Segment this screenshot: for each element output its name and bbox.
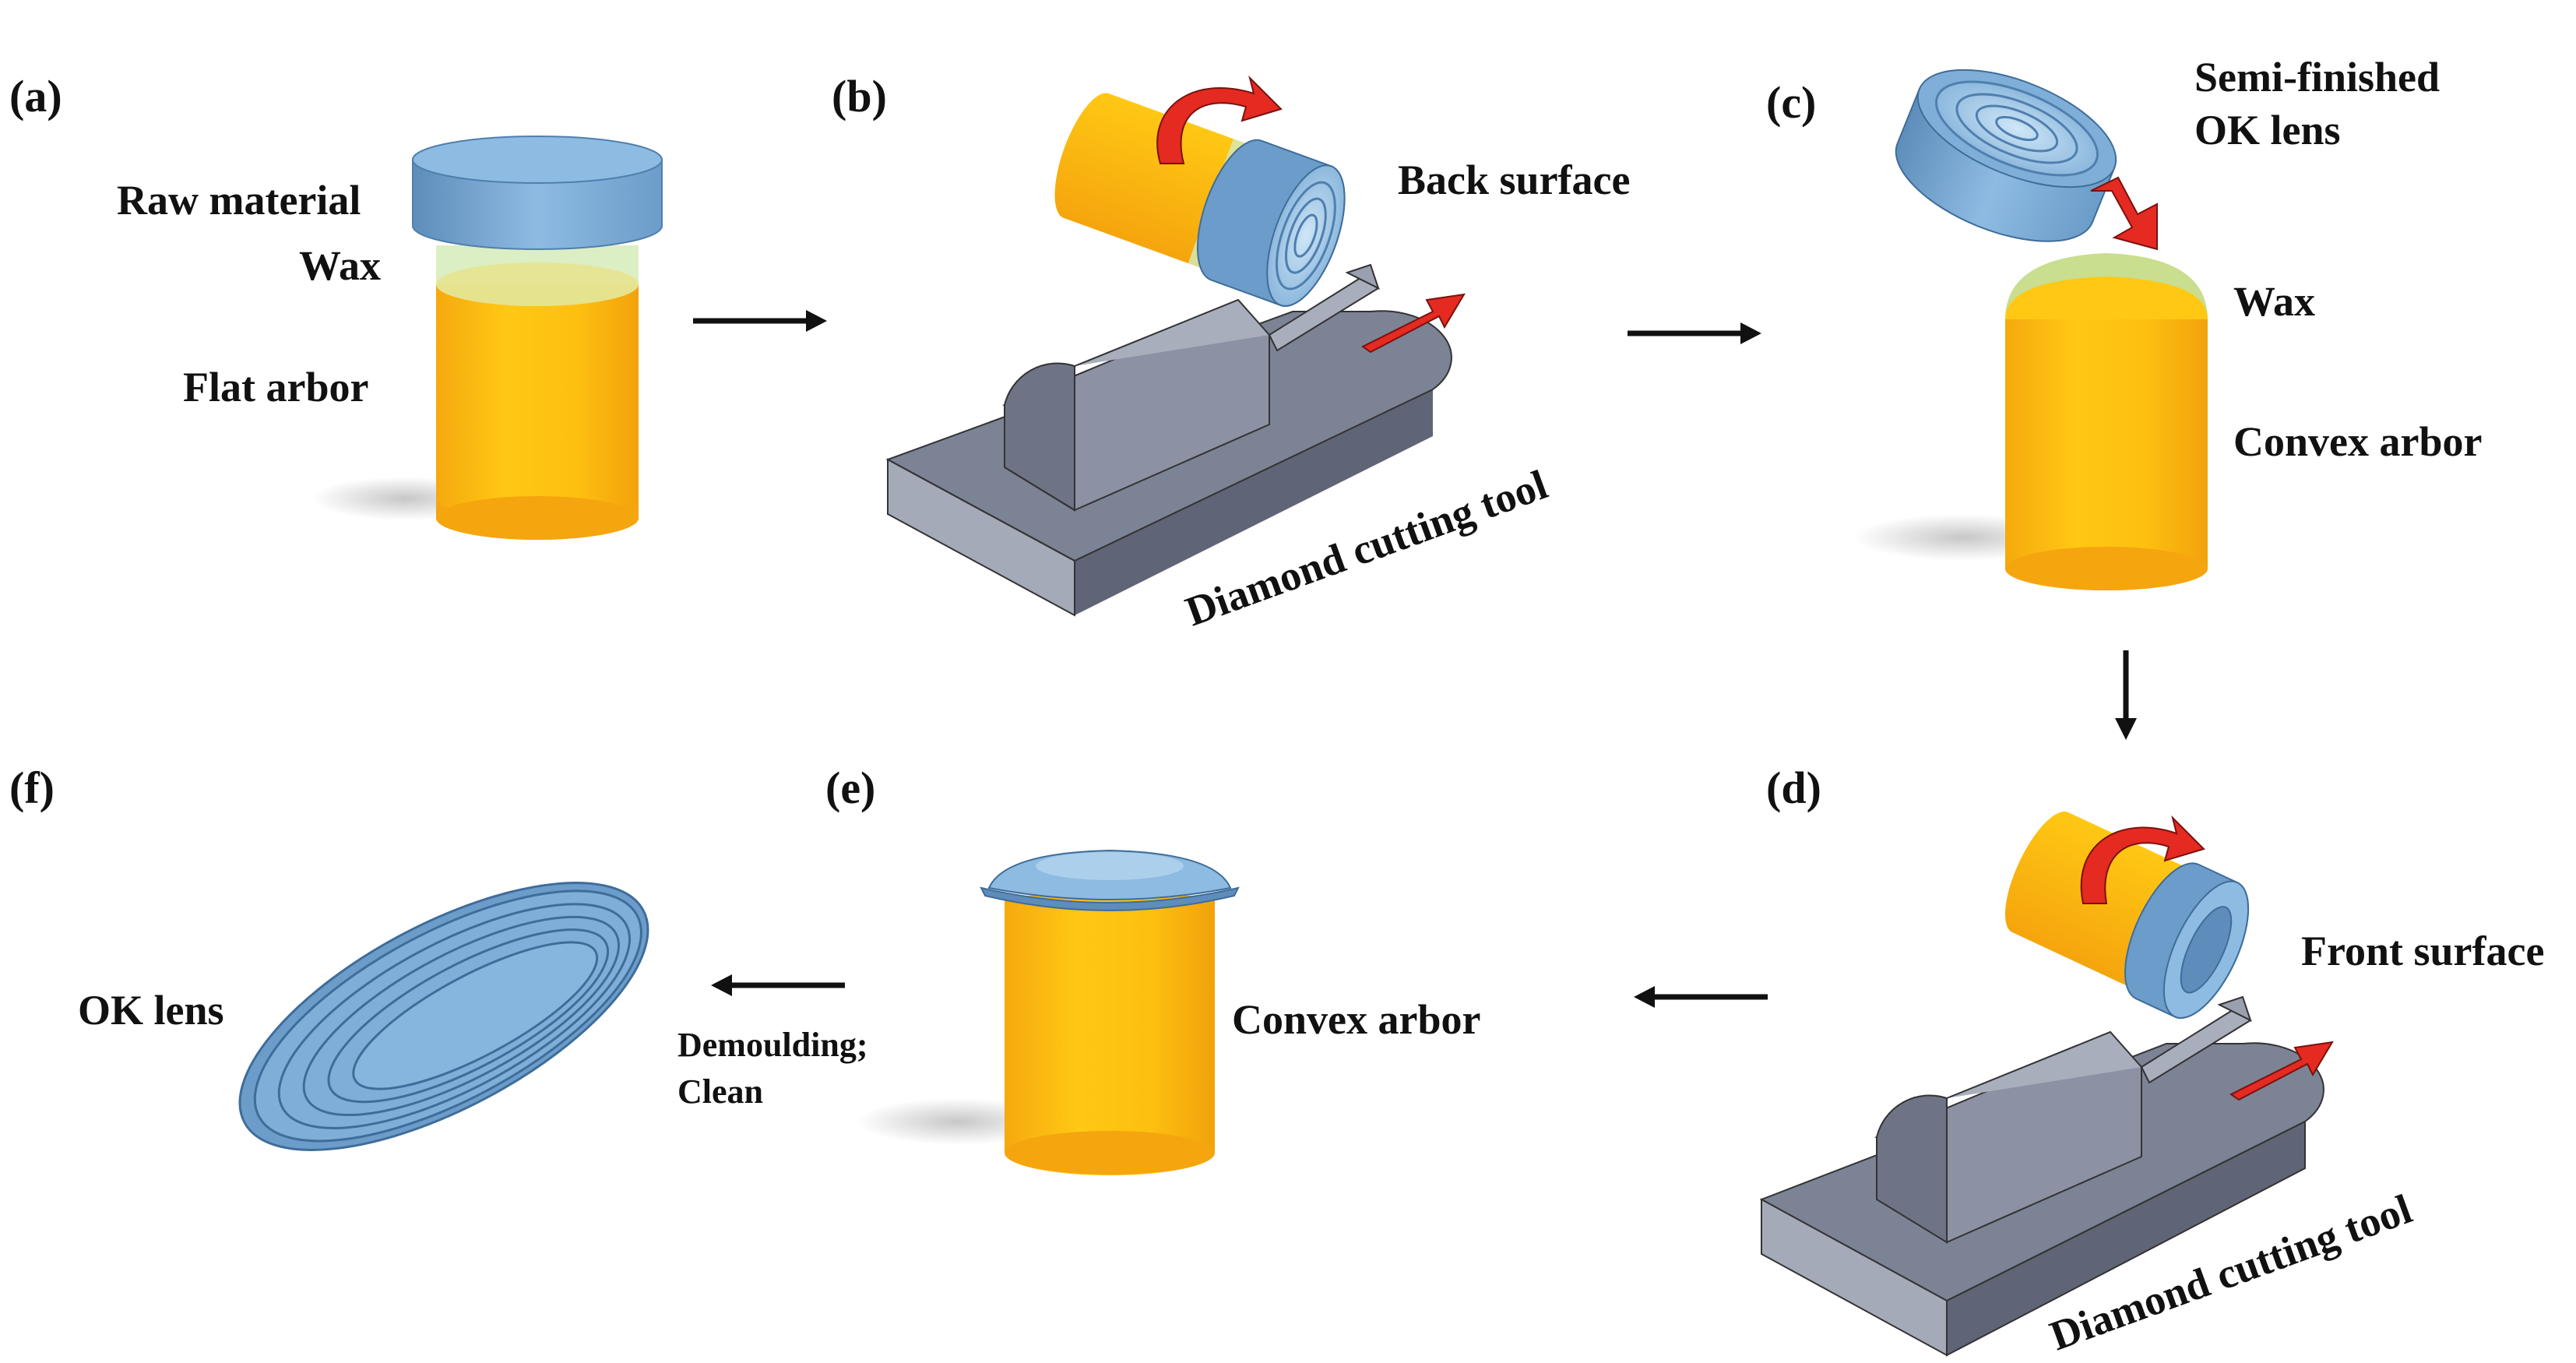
raw-material-disc [413, 160, 662, 249]
label-convex-arbor-e: Convex arbor [1232, 996, 1481, 1043]
feed-arrow-d [2229, 1041, 2334, 1101]
convex-arbor [2005, 319, 2208, 590]
panel-label-b: (b) [832, 71, 887, 122]
label-clean: Clean [677, 1072, 763, 1111]
panel-label-d: (d) [1766, 763, 1821, 813]
feed-arrow-b [1361, 293, 1466, 354]
flow-arrow-a-b [693, 310, 827, 332]
panel-a-figure [311, 136, 663, 540]
panel-b-spindle [1054, 93, 1346, 307]
label-convex-arbor-c: Convex arbor [2233, 418, 2483, 465]
rotation-arrow-d [2080, 815, 2205, 904]
label-front-surface: Front surface [2301, 928, 2545, 974]
flow-arrow-d-e [1634, 986, 1768, 1008]
label-back-surface: Back surface [1398, 157, 1631, 203]
label-raw-material: Raw material [117, 177, 361, 224]
label-wax-a: Wax [299, 242, 382, 289]
panel-label-f: (f) [9, 763, 55, 813]
flow-arrow-e-f [711, 974, 845, 996]
semi-finished-lens [1895, 69, 2117, 242]
label-semi-finished-2: OK lens [2194, 107, 2341, 153]
panel-label-e: (e) [825, 763, 876, 813]
flow-arrow-b-c [1628, 322, 1761, 344]
panel-d-figure [1759, 995, 2324, 1357]
place-arrow-c [2090, 176, 2158, 251]
panel-label-a: (a) [9, 71, 62, 122]
panel-e-figure [857, 849, 1240, 1176]
back-surface [1266, 164, 1346, 307]
label-semi-finished-1: Semi-finished [2194, 54, 2441, 100]
convex-arbor-e [1005, 896, 1215, 1176]
label-wax-c: Wax [2233, 278, 2316, 325]
label-flat-arbor: Flat arbor [183, 364, 369, 410]
panel-b-figure [885, 263, 1452, 617]
flow-arrow-c-d [2115, 650, 2137, 740]
rotation-arrow-b [1156, 75, 1283, 164]
flat-arbor [436, 284, 639, 540]
panel-label-c: (c) [1766, 77, 1817, 128]
machine-base-front [888, 460, 1075, 615]
label-ok-lens: OK lens [78, 987, 224, 1034]
ok-lens-shell [238, 882, 649, 1151]
panel-c-figure [1853, 69, 2208, 590]
label-demoulding: Demoulding; [677, 1026, 868, 1064]
